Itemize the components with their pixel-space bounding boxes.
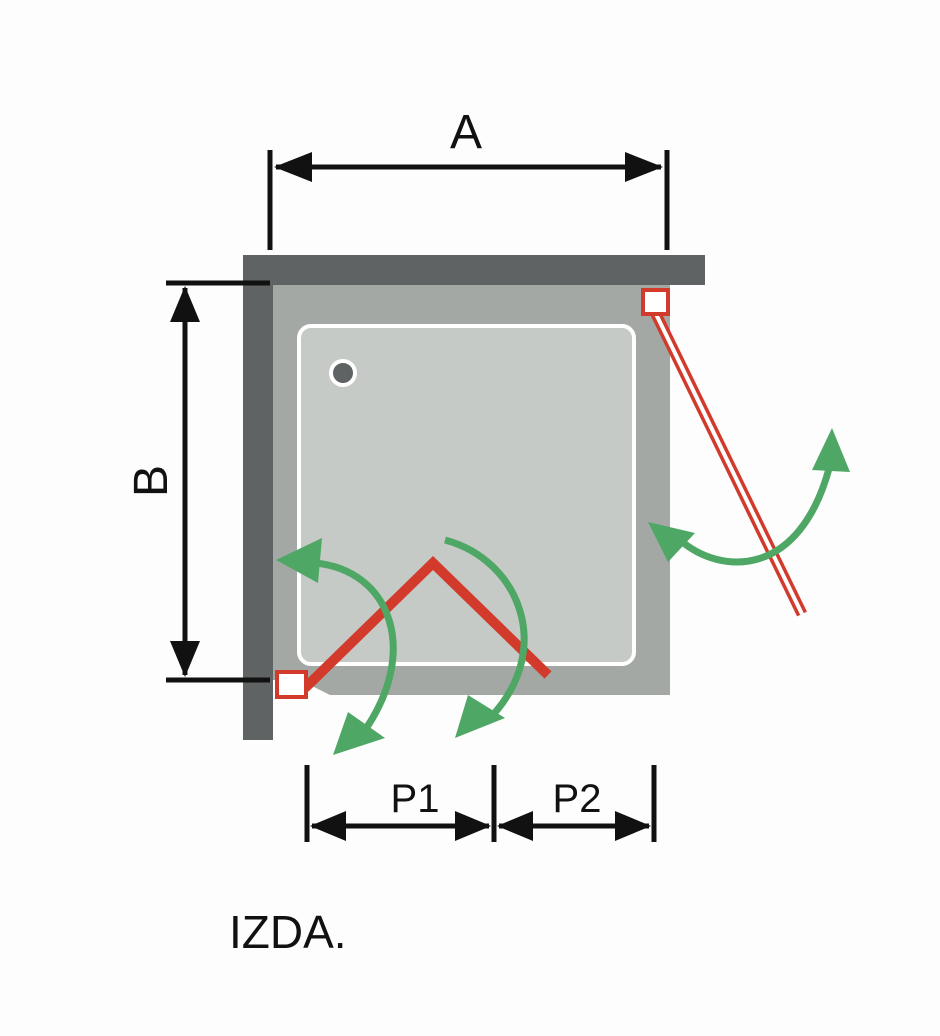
dimension-p1-label: P1 — [391, 777, 440, 821]
dimension-a — [267, 150, 670, 250]
shower-tray-inner — [297, 324, 636, 666]
wall-left — [243, 255, 273, 740]
dimension-p2-label: P2 — [553, 777, 602, 821]
folding-door — [275, 556, 552, 699]
drain-icon — [329, 359, 357, 387]
swing-arrows — [314, 464, 834, 732]
hinge-icon — [275, 670, 308, 699]
swing-door — [641, 288, 807, 617]
arrowheads — [276, 428, 850, 755]
dimension-a-label: A — [450, 106, 482, 159]
orientation-label: IZDA. — [229, 906, 347, 958]
dimension-b — [166, 280, 270, 683]
arrow-swing-left — [314, 559, 397, 732]
dimension-b-label: B — [125, 465, 178, 497]
hinge-icon — [641, 288, 670, 316]
dimension-p1-p2 — [304, 765, 657, 842]
wall-top — [243, 255, 705, 285]
dimension-arrowheads — [310, 811, 651, 841]
arrow-swing-center — [444, 536, 528, 721]
arrow-swing-right — [677, 464, 834, 566]
